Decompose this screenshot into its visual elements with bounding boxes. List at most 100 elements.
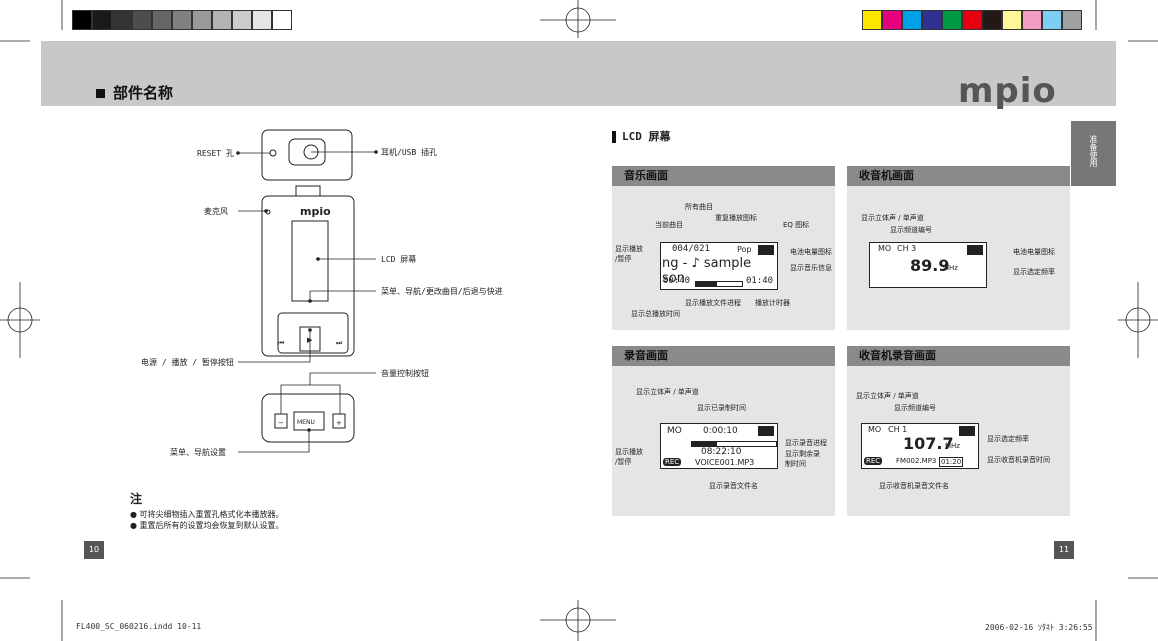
color-swatch xyxy=(92,10,112,30)
rr-mode: MO xyxy=(868,425,882,434)
label-volume: 音量控制按钮 xyxy=(381,369,429,378)
lcd-section-title: LCD 屏幕 xyxy=(612,128,671,144)
svg-text:MENU: MENU xyxy=(297,419,315,426)
rr-filename: FM002.MP3 xyxy=(896,457,937,465)
ann-progress: 显示播放文件进程 xyxy=(685,299,741,307)
radio-unit: MHz xyxy=(943,264,958,272)
label-reset: RESET 孔 xyxy=(197,149,234,158)
svg-text:⏭: ⏭ xyxy=(336,339,343,347)
record-progress-fill xyxy=(692,442,718,446)
svg-text:⏮: ⏮ xyxy=(278,339,284,347)
battery-icon xyxy=(758,245,774,255)
color-swatch xyxy=(72,10,92,30)
svg-text:+: + xyxy=(336,419,342,427)
color-swatch xyxy=(902,10,922,30)
footer-right: 2006-02-16 ｿﾀﾈﾄ 3:26:55 xyxy=(985,623,1093,632)
battery-icon xyxy=(758,426,774,436)
color-swatch xyxy=(1062,10,1082,30)
color-swatch xyxy=(112,10,132,30)
label-earphone-usb: 耳机/USB 插孔 xyxy=(381,148,438,157)
radio-record-lcd-screen: MO CH 1 107.7 MHz REC FM002.MP3 01:20 xyxy=(861,423,979,469)
color-swatch xyxy=(272,10,292,30)
note-item-1: ● 可将尖细物插入重置孔格式化本播放器。 xyxy=(130,510,284,519)
ann-eq: EQ 图标 xyxy=(783,221,810,229)
notes-heading: 注 xyxy=(130,492,143,506)
radio-mode: MO xyxy=(878,244,892,253)
panel-music-header: 音乐画面 xyxy=(612,166,835,186)
music-progress-bar xyxy=(695,281,743,287)
color-swatch xyxy=(132,10,152,30)
ann-rr-stereo: 显示立体声 / 单声道 xyxy=(856,392,919,400)
rr-rec-badge: REC xyxy=(864,457,883,465)
ann-battery: 电池电量图标 xyxy=(790,248,832,256)
ann-rr-filename: 显示收音机录音文件名 xyxy=(879,482,949,490)
label-power-play: 电源 / 播放 / 暂停按钮 xyxy=(141,358,234,367)
ann-rr-frequency: 显示选定频率 xyxy=(987,435,1029,443)
color-swatch xyxy=(882,10,902,30)
ann-radio-battery: 电池电量图标 xyxy=(1013,248,1055,256)
rr-unit: MHz xyxy=(945,442,960,450)
ann-repeat: 重复播放图标 xyxy=(715,214,757,222)
color-swatch xyxy=(212,10,232,30)
panel-music-title: 音乐画面 xyxy=(624,169,668,182)
ann-total-time: 显示总播放时间 xyxy=(631,310,680,318)
music-lcd-screen: 004/021 Pop ng - ♪ sample son 00:40 01:4… xyxy=(660,242,778,290)
record-progress-bar xyxy=(691,441,777,447)
color-swatch xyxy=(982,10,1002,30)
rr-channel: CH 1 xyxy=(888,425,908,434)
record-lcd-screen: MO 0:00:10 08:22:10 REC VOICE001.MP3 xyxy=(660,423,778,469)
battery-icon xyxy=(967,245,983,255)
side-tab-label: 准备使用 xyxy=(1089,135,1098,167)
rec-badge: REC xyxy=(663,458,682,466)
color-swatch xyxy=(1022,10,1042,30)
reset-hole xyxy=(269,149,277,157)
rr-time: 01:20 xyxy=(939,457,964,467)
music-song-info: ng - ♪ sample son xyxy=(662,256,752,286)
music-progress-fill xyxy=(696,282,717,286)
panel-radio-header: 收音机画面 xyxy=(847,166,1070,186)
ann-current-track: 当前曲目 xyxy=(655,221,683,229)
ann-rr-time: 显示收音机录音时间 xyxy=(987,456,1050,464)
ann-rr-channel: 显示频道编号 xyxy=(894,404,936,412)
page-number-right: 11 xyxy=(1054,541,1074,559)
page-number-left: 10 xyxy=(84,541,104,559)
music-track-counter: 004/021 xyxy=(672,244,710,254)
label-lcd: LCD 屏幕 xyxy=(381,255,417,264)
svg-text:mpio: mpio xyxy=(300,205,331,218)
page-title: 部件名称 xyxy=(96,82,173,103)
color-swatch xyxy=(252,10,272,30)
lcd-section-title-text: LCD 屏幕 xyxy=(622,130,671,143)
ann-music-info: 显示音乐信息 xyxy=(790,264,832,272)
ann-all-tracks: 所有曲目 xyxy=(685,203,713,211)
panel-radio-record: 收音机录音画面 显示立体声 / 单声道 显示频道编号 显示选定频率 显示收音机录… xyxy=(847,346,1070,516)
panel-record: 录音画面 显示立体声 / 单声道 显示已录制时间 显示播放 /暂停 显示录音进程… xyxy=(612,346,835,516)
color-swatch xyxy=(922,10,942,30)
record-time: 0:00:10 xyxy=(703,426,738,436)
lcd-window xyxy=(291,220,329,302)
record-filename: VOICE001.MP3 xyxy=(695,458,755,467)
note-item-1-text: 可将尖细物插入重置孔格式化本播放器。 xyxy=(139,510,284,519)
ann-record-progress: 显示录音进程 xyxy=(785,439,827,447)
panel-record-title: 录音画面 xyxy=(624,349,668,362)
ann-record-stereo: 显示立体声 / 单声道 xyxy=(636,388,699,396)
note-item-2-text: 重置后所有的设置均会恢复到默认设置。 xyxy=(139,521,284,530)
color-swatch xyxy=(192,10,212,30)
radio-lcd-screen: MO CH 3 89.9 MHz xyxy=(869,242,987,288)
panel-radio-record-header: 收音机录音画面 xyxy=(847,346,1070,366)
panel-record-header: 录音画面 xyxy=(612,346,835,366)
color-swatch xyxy=(1002,10,1022,30)
panel-radio-title: 收音机画面 xyxy=(859,169,914,182)
color-swatch xyxy=(1042,10,1062,30)
color-swatch xyxy=(942,10,962,30)
ann-radio-channel: 显示频道编号 xyxy=(890,226,932,234)
record-mode: MO xyxy=(667,426,682,436)
brand-logo: mpio xyxy=(958,71,1057,111)
ann-recorded-time: 显示已录制时间 xyxy=(697,404,746,412)
ann-play-pause: 显示播放 /暂停 xyxy=(615,245,643,263)
music-eq-value: Pop xyxy=(737,245,752,254)
label-menu-nav: 菜单、导航/更改曲目/后退与快进 xyxy=(381,287,503,296)
radio-frequency: 89.9 xyxy=(910,256,950,275)
note-item-2: ● 重置后所有的设置均会恢复到默认设置。 xyxy=(130,521,284,530)
radio-channel: CH 3 xyxy=(897,244,917,253)
